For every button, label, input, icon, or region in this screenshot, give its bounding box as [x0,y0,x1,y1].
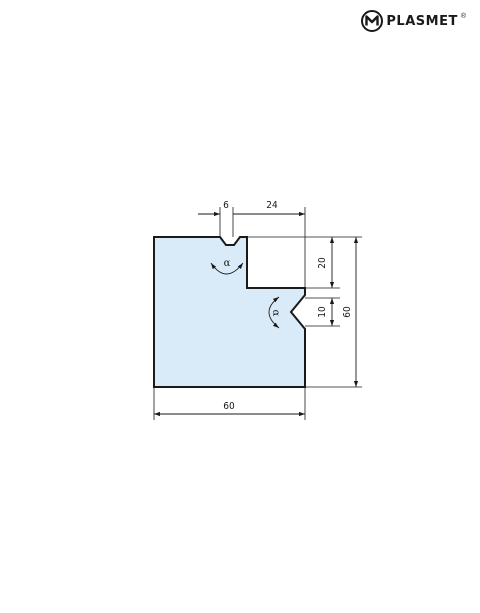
brand-name: PLASMET [386,13,458,29]
dim-total-width: 60 [223,401,235,412]
extension-lines [153,207,362,420]
plasmet-m-logo-icon [361,10,384,32]
angle-arcs [210,262,280,329]
angle-label-side: α [270,310,281,317]
registered-mark: ® [460,12,466,20]
brand-logo: PLASMET ® [361,10,466,32]
dim-top-step-width: 24 [266,200,278,211]
dim-side-groove-width: 10 [317,306,328,318]
dimension-lines [154,211,359,417]
profile-shape [153,236,306,388]
dim-total-height: 60 [342,306,353,318]
dim-step-height: 20 [317,257,328,269]
dim-top-groove-width: 6 [223,200,229,211]
angle-label-top: α [224,258,231,269]
